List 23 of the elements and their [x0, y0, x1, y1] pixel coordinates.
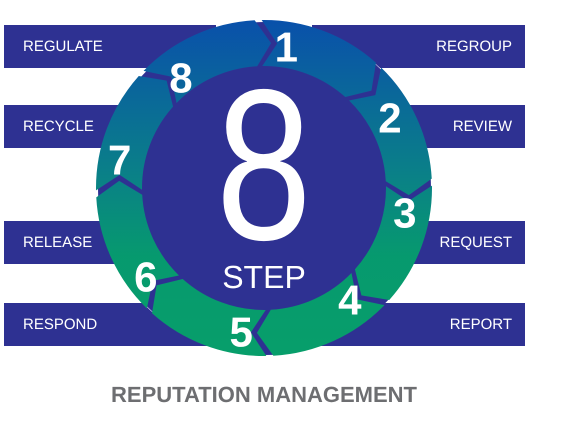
- band-label: REVIEW: [452, 119, 512, 134]
- band-label: REPORT: [450, 317, 512, 332]
- step-number: 8: [169, 62, 193, 94]
- step-number: 3: [393, 197, 416, 229]
- arrow-segment: [349, 67, 432, 196]
- band-label: REGULATE: [23, 39, 103, 54]
- big-number: 8: [216, 78, 312, 250]
- step-number: 4: [338, 284, 362, 316]
- step-number: 1: [274, 31, 298, 62]
- arrow-segment: [96, 180, 179, 309]
- step-number: 2: [378, 102, 402, 134]
- band-label: REGROUP: [436, 39, 512, 54]
- step-number: 6: [134, 261, 158, 293]
- hub-label: STEP: [222, 260, 306, 292]
- step-number: 7: [108, 144, 132, 176]
- band-label: RECYCLE: [23, 119, 94, 134]
- diagram-title: REPUTATION MANAGEMENT: [110, 384, 418, 406]
- label-band: [312, 25, 525, 68]
- band-label: RELEASE: [23, 235, 92, 250]
- step-number: 5: [229, 316, 253, 348]
- band-label: REQUEST: [439, 235, 512, 250]
- label-band: [4, 221, 116, 264]
- band-label: RESPOND: [23, 317, 98, 332]
